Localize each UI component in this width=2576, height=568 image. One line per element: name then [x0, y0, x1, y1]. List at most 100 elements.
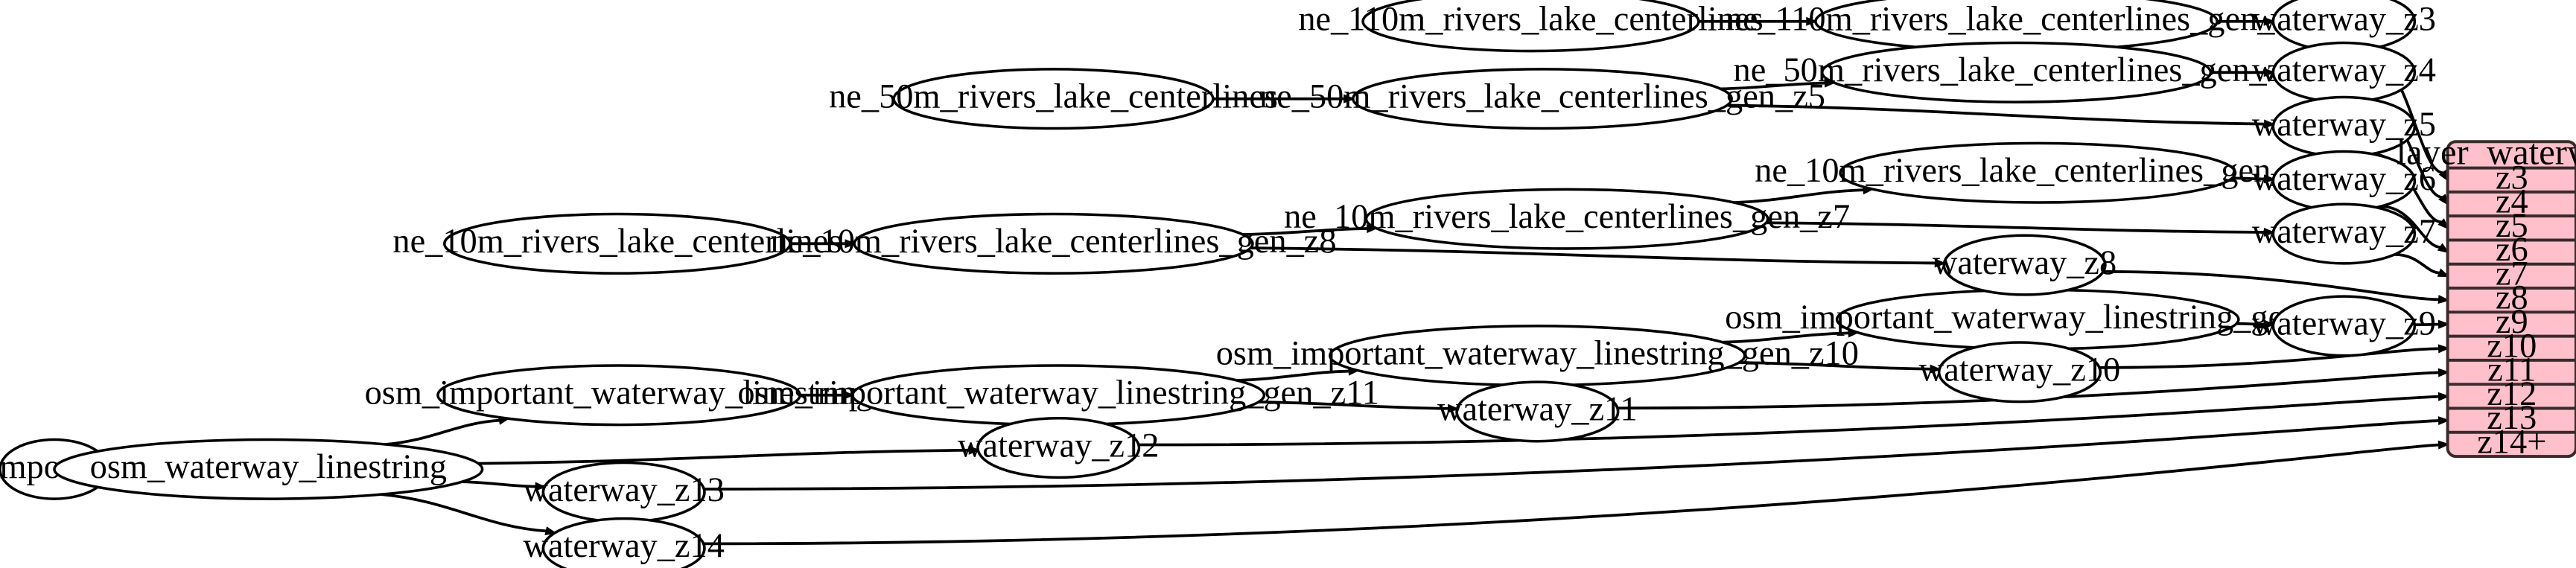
edge-ww_z13-to-layer_waterway_z13 — [704, 419, 2440, 491]
arrowhead — [2437, 295, 2450, 304]
arrowhead — [2437, 416, 2450, 426]
node-label: waterway_z12 — [958, 427, 1159, 465]
arrowhead — [2437, 344, 2450, 354]
node-label: ne_10m_rivers_lake_centerlines_gen_z8 — [771, 223, 1337, 261]
edge-ww_z8-to-layer_waterway_z8 — [2103, 269, 2440, 301]
table-row-z9[interactable]: z9 — [2496, 303, 2528, 341]
arrowhead — [1806, 16, 1818, 26]
edge-ne50m_z5-to-ne50m_z4 — [1720, 81, 1826, 91]
node-label: waterway_z11 — [1437, 391, 1638, 429]
arrowhead — [843, 390, 855, 400]
table-row-z13[interactable]: z13 — [2487, 399, 2537, 437]
node-ne10m_z7[interactable]: ne_10m_rivers_lake_centerlines_gen_z7 — [1284, 188, 1850, 250]
arrowhead — [2437, 440, 2450, 450]
node-shape — [1455, 380, 1620, 443]
node-shape — [2271, 295, 2417, 357]
node-label: waterway_z3 — [2252, 1, 2436, 39]
node-ww_z14[interactable]: waterway_z14 — [523, 517, 725, 568]
arrowhead — [535, 482, 547, 491]
node-ne110m_z3[interactable]: ne_110m_rivers_lake_centerlines_gen_z3 — [1726, 0, 2308, 53]
edge-osm_ww_ls-to-ww_z13 — [462, 480, 536, 488]
table-row-z6[interactable]: z6 — [2496, 231, 2528, 269]
arrowhead — [1343, 94, 1355, 103]
node-shape — [1839, 141, 2237, 204]
node-shape — [1361, 0, 1700, 53]
arrowhead — [2437, 319, 2450, 329]
arrowhead — [1930, 364, 1942, 374]
node-ww_z10[interactable]: waterway_z10 — [1919, 341, 2120, 403]
table-row-z3[interactable]: z3 — [2496, 159, 2528, 197]
edge-ne10m_z6-to-ww_z6 — [2232, 176, 2265, 181]
node-label: waterway_z5 — [2252, 106, 2436, 144]
node-label: osm_important_waterway_linestring — [365, 374, 874, 412]
table-row-z5[interactable]: z5 — [2496, 207, 2528, 245]
node-osm_imp_ww_ls_z11[interactable]: osm_important_waterway_linestring_gen_z1… — [737, 364, 1379, 427]
layer-waterway-header: layer_waterway — [2397, 132, 2576, 172]
node-label: waterway_z10 — [1919, 351, 2120, 389]
node-label: ne_110m_rivers_lake_centerlines — [1298, 1, 1763, 39]
node-shape — [892, 68, 1215, 130]
node-ww_z13[interactable]: waterway_z13 — [523, 461, 725, 523]
node-ww_z7[interactable]: waterway_z7 — [2252, 202, 2436, 265]
node-ww_z6[interactable]: waterway_z6 — [2252, 150, 2436, 212]
table-row-z11[interactable]: z11 — [2487, 351, 2536, 389]
arrowhead — [2263, 319, 2276, 329]
node-osm_imp_ww_ls[interactable]: osm_important_waterway_linestring — [365, 364, 874, 427]
edge-ww_z10-to-layer_waterway_z10 — [2099, 347, 2440, 369]
table-row-z14plus[interactable]: z14+ — [2477, 423, 2546, 461]
arrowhead — [1934, 258, 1947, 268]
edge-ne10m_z7-to-ne10m_z6 — [1734, 188, 1864, 205]
table-row-z10[interactable]: z10 — [2487, 327, 2537, 365]
edge-ww_z11-to-layer_waterway_z11 — [1617, 371, 2440, 410]
arrowhead — [968, 445, 981, 455]
node-ne50m_z5[interactable]: ne_50m_rivers_lake_centerlines_gen_z5 — [1259, 68, 1825, 130]
node-ww_z9[interactable]: waterway_z9 — [2252, 295, 2436, 357]
node-shape — [853, 212, 1254, 275]
node-ne50m_z4[interactable]: ne_50m_rivers_lake_centerlines_gen_z4 — [1734, 41, 2300, 103]
node-shape — [976, 416, 1141, 479]
node-ww_z8[interactable]: waterway_z8 — [1933, 234, 2117, 296]
node-label: ne_50m_rivers_lake_centerlines_gen_z4 — [1734, 51, 2300, 89]
arrowhead — [2437, 218, 2449, 230]
node-label: ne_50m_rivers_lake_centerlines_gen_z5 — [1259, 77, 1825, 115]
arrowhead — [2263, 16, 2276, 26]
node-ne10m[interactable]: ne_10m_rivers_lake_centerlines — [392, 212, 842, 275]
node-shape — [53, 438, 484, 500]
node-label: osm_important_waterway_linestring_gen_z1… — [1216, 334, 1859, 372]
node-osm_imp_ww_ls_z9[interactable]: osm_important_waterway_linestring_gen_z9 — [1725, 288, 2350, 351]
edge-osm_imp_ww_ls_z10-to-ww_z10 — [1739, 361, 1931, 371]
node-ne10m_z8[interactable]: ne_10m_rivers_lake_centerlines_gen_z8 — [771, 212, 1337, 275]
node-shape — [541, 517, 706, 568]
node-label: ne_10m_rivers_lake_centerlines — [392, 223, 842, 261]
node-label: waterway_z9 — [2252, 305, 2436, 343]
node-shape — [1364, 188, 1769, 250]
node-shape — [1937, 341, 2102, 403]
table-row-z4[interactable]: z4 — [2496, 183, 2528, 221]
node-shape — [1352, 68, 1733, 130]
node-shape — [1820, 41, 2213, 103]
edge-ne10m_z8-to-ne10m_z7 — [1242, 227, 1368, 236]
node-osm_ww_ls[interactable]: osm_waterway_linestring — [53, 438, 484, 500]
node-ww_z5[interactable]: waterway_z5 — [2252, 95, 2436, 158]
node-label: ne_110m_rivers_lake_centerlines_gen_z3 — [1726, 1, 2308, 39]
edge-ww_z12-to-layer_waterway_z12 — [1138, 395, 2440, 447]
node-ww_z12[interactable]: waterway_z12 — [958, 416, 1159, 479]
table-row-z12[interactable]: z12 — [2487, 375, 2537, 413]
node-ww_z4[interactable]: waterway_z4 — [2252, 41, 2436, 103]
node-label: ne_50m_rivers_lake_centerlines — [829, 77, 1278, 115]
table-row-z7[interactable]: z7 — [2496, 255, 2528, 293]
table-row-z8[interactable]: z8 — [2496, 279, 2528, 317]
node-shape — [2271, 202, 2417, 265]
node-osm_imp_ww_ls_z10[interactable]: osm_important_waterway_linestring_gen_z1… — [1216, 325, 1859, 387]
edge-osm_ww_ls-to-ww_z14 — [381, 493, 547, 533]
node-ne10m_z6[interactable]: ne_10m_rivers_lake_centerlines_gen_z6 — [1755, 141, 2321, 204]
edge-osm_ww_ls-to-ww_z12 — [478, 448, 970, 465]
arrowhead — [2437, 243, 2450, 254]
edge-osm_imp_ww_ls_z9-to-ww_z9 — [2236, 322, 2265, 326]
node-ww_z11[interactable]: waterway_z11 — [1437, 380, 1638, 443]
node-ne110m[interactable]: ne_110m_rivers_lake_centerlines — [1298, 0, 1764, 53]
arrowhead — [2263, 119, 2276, 129]
node-ne50m[interactable]: ne_50m_rivers_lake_centerlines — [829, 68, 1278, 130]
